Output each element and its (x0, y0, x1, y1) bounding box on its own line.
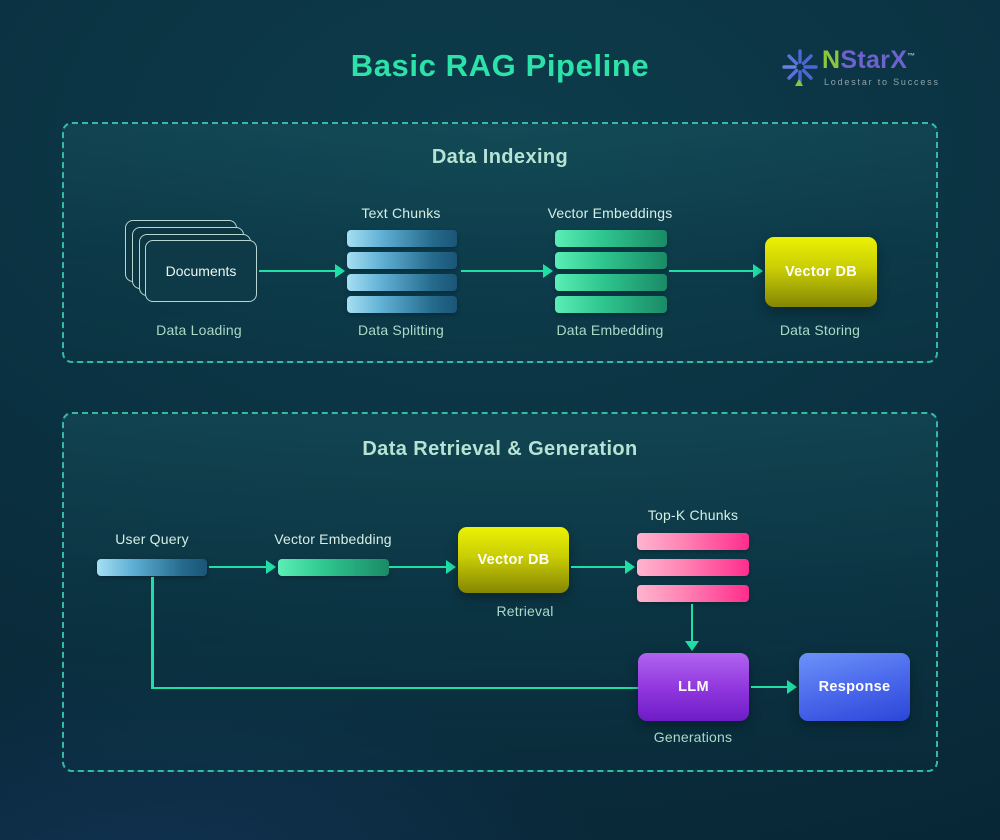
brand-n: N (822, 46, 841, 74)
label-top-k-chunks: Top-K Chunks (647, 507, 739, 523)
trademark-symbol: ™ (907, 51, 916, 61)
vector-embeddings-bars (555, 230, 667, 313)
vector-embedding-bar (278, 559, 389, 576)
page-title: Basic RAG Pipeline (350, 48, 650, 83)
user-query-bar (97, 559, 207, 576)
arrow-embedding-to-vectordb (389, 560, 456, 574)
caption-generations: Generations (653, 729, 733, 745)
arrow-embeddings-to-vectordb (669, 264, 763, 278)
caption-data-embedding: Data Embedding (556, 322, 664, 338)
arrow-query-to-embedding (209, 560, 276, 574)
vector-db-node: Vector DB (765, 237, 877, 307)
embedding-bar (555, 274, 667, 291)
text-chunks-bars (347, 230, 457, 313)
arrow-vectordb-to-topk (571, 560, 635, 574)
arrow-documents-to-chunks (259, 264, 345, 278)
brand-starx: StarX (840, 46, 908, 74)
section-data-retrieval-generation: Data Retrieval & Generation User Query V… (62, 412, 938, 772)
response-node: Response (799, 653, 910, 721)
arrow-chunks-to-embeddings (461, 264, 553, 278)
caption-data-loading: Data Loading (156, 322, 242, 338)
brand-wordmark: NStarX™ (822, 46, 915, 75)
text-chunk-bar (347, 296, 457, 313)
top-k-chunk-bar (637, 559, 749, 576)
bypass-line-vertical (151, 577, 154, 689)
section-heading: Data Indexing (431, 146, 569, 168)
brand-tagline: Lodestar to Success (824, 77, 940, 87)
label-vector-embeddings: Vector Embeddings (547, 205, 673, 221)
documents-stack: Documents (125, 220, 259, 304)
section-data-indexing: Data Indexing Documents Data Loading Tex… (62, 122, 938, 363)
label-vector-embedding: Vector Embedding (274, 531, 392, 547)
documents-node: Documents (145, 240, 257, 302)
arrow-topk-to-llm (685, 604, 699, 651)
top-k-chunk-bar (637, 585, 749, 602)
logo-triangle-icon (795, 79, 803, 86)
label-text-chunks: Text Chunks (361, 205, 441, 221)
nstarx-logo: NStarX™ Lodestar to Success (782, 46, 952, 94)
embedding-bar (555, 296, 667, 313)
embedding-bar (555, 252, 667, 269)
arrow-llm-to-response (751, 680, 797, 694)
nstarx-star-icon (782, 49, 818, 90)
text-chunk-bar (347, 274, 457, 291)
embedding-bar (555, 230, 667, 247)
top-k-chunk-bar (637, 533, 749, 550)
caption-data-storing: Data Storing (779, 322, 861, 338)
section-heading: Data Retrieval & Generation (362, 438, 638, 460)
caption-retrieval: Retrieval (496, 603, 554, 619)
arrow-query-bypass-to-llm (151, 681, 698, 695)
label-user-query: User Query (115, 531, 189, 547)
text-chunk-bar (347, 230, 457, 247)
caption-data-splitting: Data Splitting (357, 322, 445, 338)
text-chunk-bar (347, 252, 457, 269)
llm-node: LLM (638, 653, 749, 721)
vector-db-retrieval-node: Vector DB (458, 527, 569, 593)
top-k-chunks-bars (637, 533, 749, 602)
